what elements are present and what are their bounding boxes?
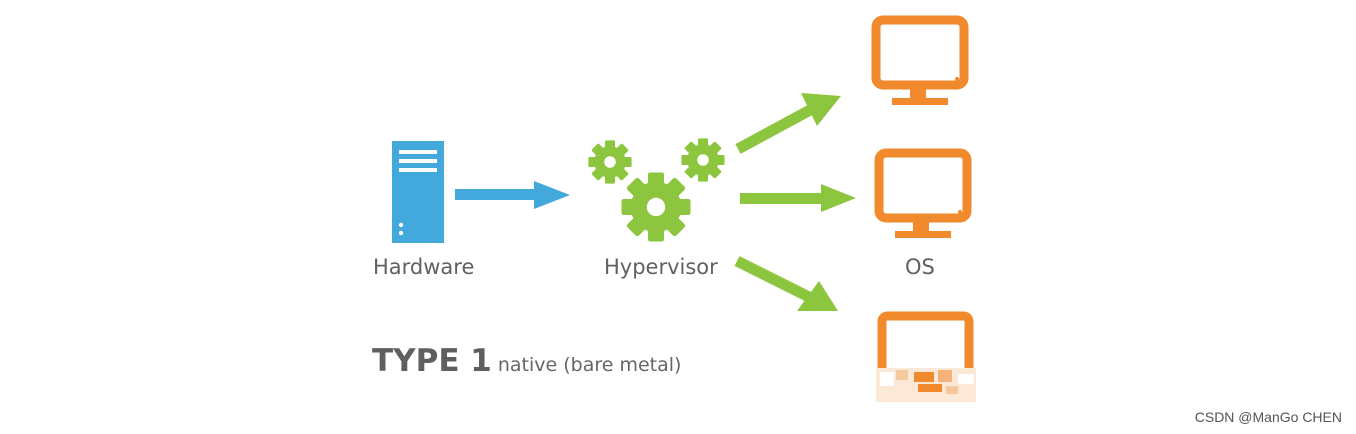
monitor-icon — [871, 15, 969, 105]
hypervisor-label: Hypervisor — [604, 255, 718, 279]
server-icon — [392, 141, 444, 243]
watermark: CSDN @ManGo CHEN — [1194, 409, 1342, 425]
arrow-hardware-to-hypervisor — [455, 181, 570, 209]
arrow-to-os-top — [735, 93, 841, 154]
type-title: TYPE 1 — [372, 343, 492, 379]
monitor-icon — [874, 148, 972, 238]
monitor-icon — [877, 311, 974, 370]
os-label: OS — [905, 255, 935, 279]
arrow-to-os-bottom — [734, 256, 838, 311]
arrow-to-os-middle — [740, 184, 856, 212]
pixelated-area — [876, 368, 976, 402]
hardware-label: Hardware — [373, 255, 475, 279]
type-subtitle: native (bare metal) — [497, 354, 682, 376]
gear-icon — [588, 138, 725, 242]
